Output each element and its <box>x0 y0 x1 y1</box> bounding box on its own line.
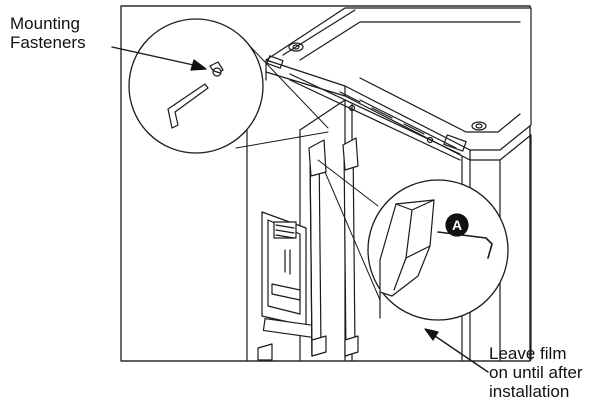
mounting-fasteners-label: Mounting Fasteners <box>10 14 86 52</box>
leave-film-line-1: Leave film <box>489 344 567 363</box>
fasteners-pointer-arrow <box>111 46 199 67</box>
mounting-fasteners-detail-circle <box>128 18 264 154</box>
marker-a-badge <box>445 213 469 237</box>
leave-film-line-3: installation <box>489 382 570 401</box>
leave-film-line-2: on until after <box>489 363 583 382</box>
mounting-fasteners-callout <box>111 18 329 154</box>
leave-film-pointer <box>424 328 489 373</box>
water-dispenser <box>261 211 316 339</box>
door-handles <box>257 137 359 361</box>
refrigerator-cabinet <box>246 7 532 361</box>
marker-a-label: A <box>452 217 462 233</box>
mounting-fasteners-line-1: Mounting <box>10 14 80 33</box>
leave-film-label: Leave film on until after installation <box>489 344 583 401</box>
allen-wrench <box>167 83 209 129</box>
mounting-fasteners-line-2: Fasteners <box>10 33 86 52</box>
handle-detail-callout <box>317 159 509 321</box>
